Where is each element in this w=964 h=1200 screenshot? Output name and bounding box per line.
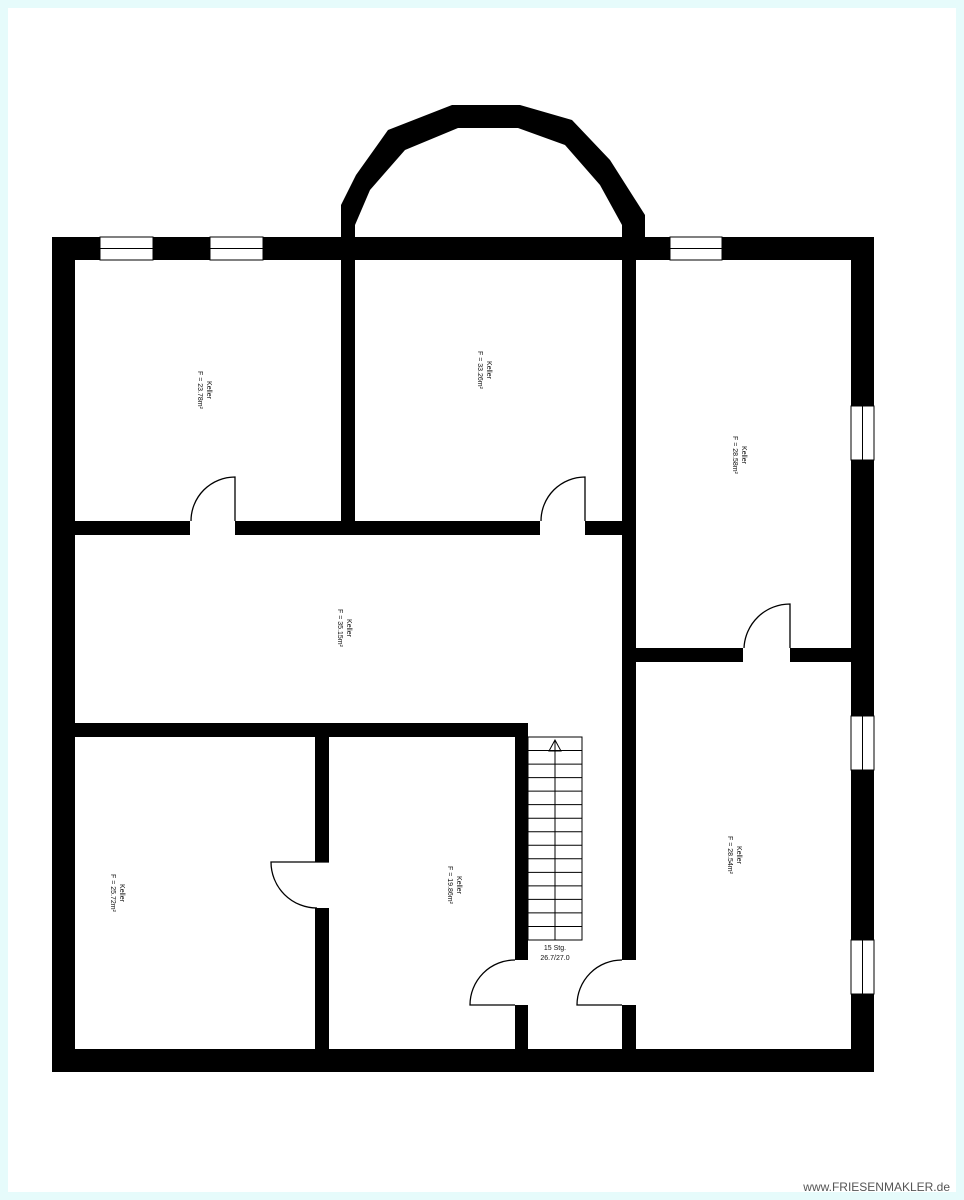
wall-bay-left (341, 237, 355, 535)
staircase (527, 736, 583, 941)
wall-stair-a (515, 723, 528, 960)
svg-text:F = 28.54m²: F = 28.54m² (726, 836, 733, 875)
svg-text:F = 19.86m²: F = 19.86m² (446, 866, 453, 905)
svg-text:Keller: Keller (485, 361, 492, 380)
door (270, 861, 329, 909)
wall-bay (341, 105, 645, 260)
door (540, 476, 586, 522)
door (576, 959, 623, 1006)
wall-h1c (585, 521, 622, 535)
wall-bay-right (622, 237, 636, 1049)
stair-dimensions: 26.7/27.0 (540, 955, 569, 962)
door (469, 959, 516, 1006)
svg-text:F = 28.58m²: F = 28.58m² (731, 436, 738, 475)
wall-h1a (75, 521, 190, 535)
svg-text:F = 33.26m²: F = 33.26m² (476, 351, 483, 390)
svg-text:Keller: Keller (345, 619, 352, 638)
wall-h1b (235, 521, 540, 535)
doors (190, 476, 791, 1006)
svg-text:Keller: Keller (205, 381, 212, 400)
wall-h2b (790, 648, 851, 662)
door (743, 603, 791, 649)
svg-text:F = 35.15m²: F = 35.15m² (336, 609, 343, 648)
door (190, 476, 236, 522)
wall-h2a (636, 648, 743, 662)
watermark: www.FRIESENMAKLER.de (803, 1180, 950, 1194)
svg-text:Keller: Keller (455, 876, 462, 895)
wall-left (52, 237, 75, 1072)
wall-stair-b (515, 1005, 528, 1049)
windows (99, 236, 875, 995)
wall-h3 (75, 723, 528, 737)
svg-text:Keller: Keller (118, 884, 125, 903)
walls (52, 105, 874, 1072)
svg-text:F = 23.78m²: F = 23.78m² (196, 371, 203, 410)
stair-steps: 15 Stg. (544, 945, 566, 952)
wall-top (52, 237, 874, 260)
wall-bottom (52, 1049, 874, 1072)
svg-text:F = 25.72m²: F = 25.72m² (109, 874, 116, 913)
wall-v1b (315, 908, 329, 1049)
wall-v1a (315, 737, 329, 862)
sheet (8, 8, 956, 1192)
svg-text:Keller: Keller (735, 846, 742, 865)
svg-text:Keller: Keller (740, 446, 747, 465)
